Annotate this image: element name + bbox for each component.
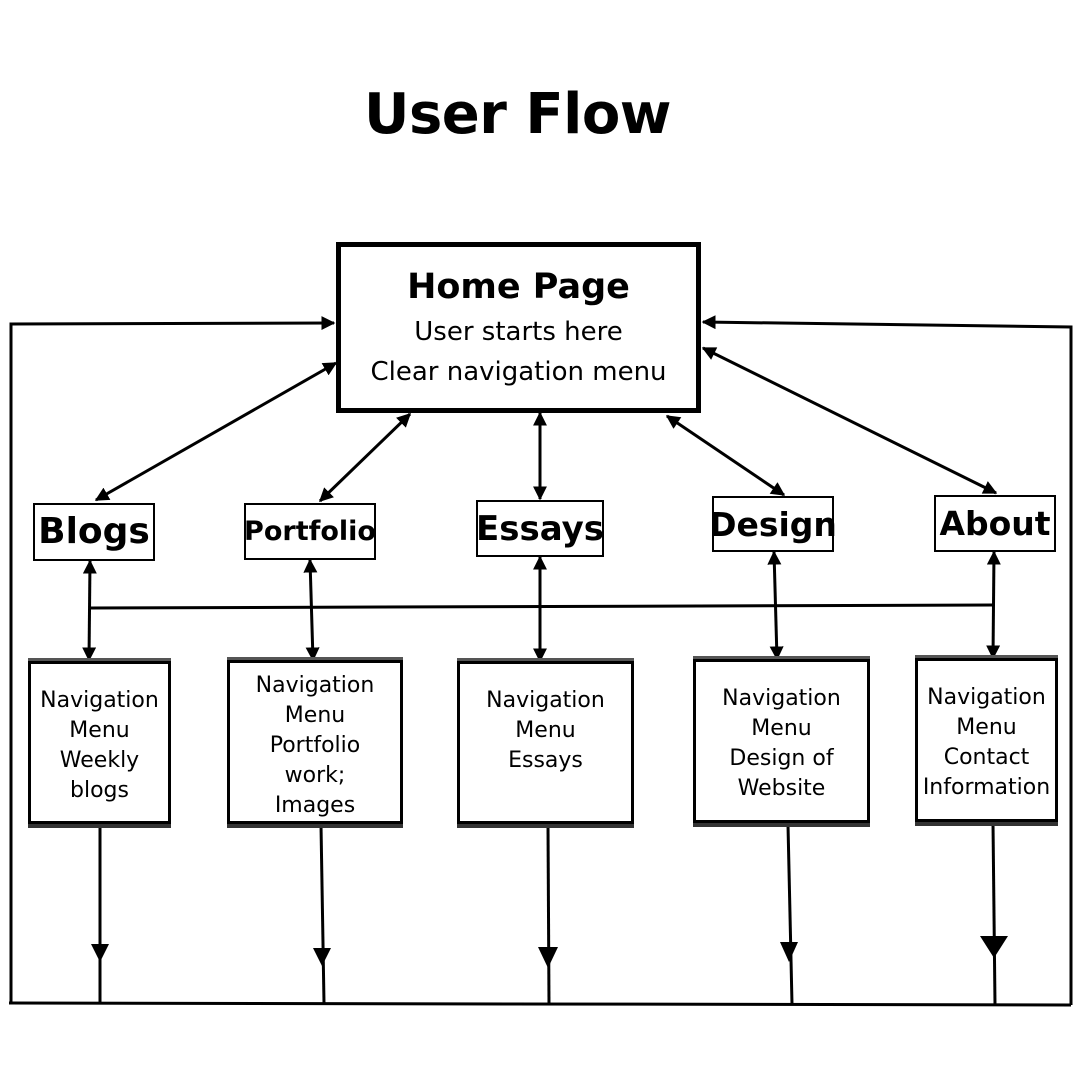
- arrow-portfolio-down: [319, 824, 326, 1004]
- arrow-home-design: [665, 414, 786, 497]
- cross-link-line: [89, 603, 995, 610]
- down-arrowhead-portfolio: [313, 948, 331, 966]
- sub-line: Images: [274, 793, 356, 818]
- down-arrowhead-blogs: [91, 944, 109, 962]
- down-arrowhead-essays: [538, 947, 558, 968]
- sub-line: Navigation: [486, 688, 605, 713]
- home-line-2: Clear navigation menu: [370, 357, 667, 387]
- category-portfolio: Portfolio: [244, 503, 376, 560]
- sub-line: Navigation: [722, 686, 841, 711]
- return-loop-right: [701, 315, 1073, 1005]
- category-label: About: [939, 504, 1051, 543]
- arrow-about-down: [991, 822, 997, 1006]
- category-essays: Essays: [476, 500, 604, 557]
- sub-line: Navigation: [927, 685, 1046, 710]
- sub-box-essays: Navigation Menu Essays: [457, 661, 634, 824]
- sub-line: Menu: [284, 703, 346, 728]
- sub-line: work;: [284, 763, 346, 788]
- home-line-1: User starts here: [414, 317, 623, 347]
- page-title: User Flow: [363, 82, 672, 147]
- down-arrowhead-about: [980, 936, 1008, 958]
- sub-line: Essays: [508, 748, 583, 773]
- return-loop-bottom: [8, 1001, 1072, 1007]
- down-arrowhead-design: [780, 942, 798, 962]
- category-label: Blogs: [38, 511, 150, 552]
- sub-line: Website: [737, 776, 826, 801]
- arrow-blogs-sub: [82, 559, 97, 662]
- sub-line: Navigation: [255, 673, 375, 698]
- category-design: Design: [709, 496, 837, 552]
- sub-line: Menu: [956, 715, 1017, 740]
- home-page-box: Home Page User starts here Clear navigat…: [336, 242, 701, 413]
- return-loop-left: [9, 316, 336, 1003]
- sub-line: Contact: [943, 745, 1030, 770]
- arrow-about-sub: [986, 550, 1001, 660]
- arrow-essays-down: [546, 825, 551, 1005]
- sub-box-design: Navigation Menu Design of Website: [693, 659, 870, 823]
- home-title: Home Page: [407, 267, 630, 307]
- sub-line: Menu: [69, 718, 130, 743]
- sub-box-blogs: Navigation Menu Weekly blogs: [28, 661, 171, 824]
- sub-line: Menu: [751, 716, 812, 741]
- sub-box-portfolio: Navigation Menu Portfolio work; Images: [227, 660, 403, 824]
- category-label: Essays: [476, 508, 604, 549]
- category-label: Design: [709, 504, 837, 544]
- sub-line: Menu: [515, 718, 576, 743]
- sub-line: Information: [922, 775, 1051, 800]
- arrow-portfolio-sub: [303, 558, 320, 662]
- category-about: About: [934, 495, 1056, 552]
- category-blogs: Blogs: [33, 503, 155, 561]
- arrow-home-about: [701, 346, 998, 495]
- sub-line: Navigation: [40, 688, 159, 713]
- arrow-design-down: [786, 824, 794, 1005]
- sub-line: blogs: [70, 778, 129, 803]
- sub-line: Design of: [729, 746, 834, 771]
- arrow-design-sub: [767, 550, 784, 661]
- arrow-home-portfolio: [318, 412, 412, 503]
- category-label: Portfolio: [244, 516, 376, 547]
- sub-line: Portfolio: [269, 733, 361, 758]
- sub-line: Weekly: [59, 748, 140, 773]
- arrow-home-blogs: [94, 361, 338, 502]
- sub-box-about: Navigation Menu Contact Information: [915, 658, 1058, 822]
